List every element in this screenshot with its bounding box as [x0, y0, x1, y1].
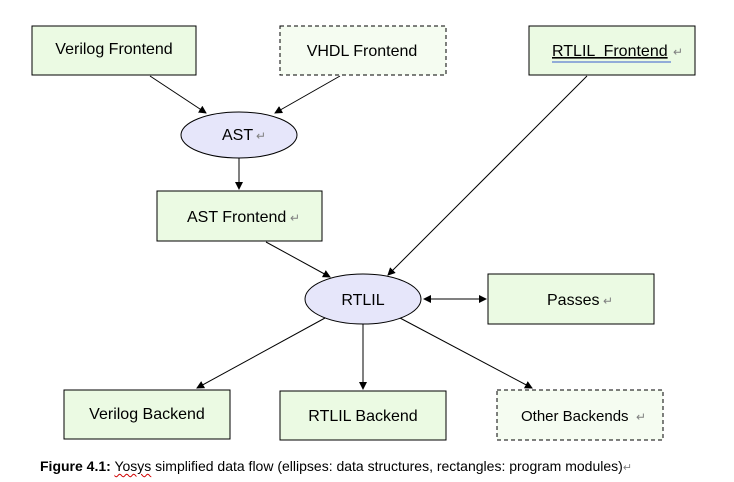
paragraph-mark-icon: ↵ — [290, 211, 300, 225]
other-backends-box: Other Backends ↵ — [496, 389, 664, 441]
caption-text: simplified data flow (ellipses: data str… — [151, 458, 623, 474]
paragraph-mark-icon: ↵ — [622, 462, 633, 474]
vhdl-frontend-box: VHDL Frontend — [279, 25, 447, 76]
verilog-frontend-label: Verilog Frontend — [55, 41, 172, 58]
rtlil-backend-label: RTLIL Backend — [308, 408, 417, 425]
vhdl-frontend-label: VHDL Frontend — [307, 43, 418, 60]
edge-ast-frontend-to-rtlil — [265, 241, 331, 278]
verilog-frontend-box: Verilog Frontend — [31, 25, 197, 76]
edge-vhdl-frontend-to-ast — [274, 75, 341, 114]
passes-box: Passes ↵ — [487, 273, 655, 325]
ast-label: AST — [222, 127, 253, 144]
other-backends-label: Other Backends — [521, 408, 629, 425]
rtlil-label: RTLIL — [341, 292, 384, 309]
ast-frontend-box: AST Frontend ↵ — [156, 190, 323, 242]
paragraph-mark-icon: ↵ — [673, 45, 683, 59]
ast-ellipse: AST ↵ — [180, 111, 298, 159]
rtlil-backend-box: RTLIL Backend — [279, 390, 447, 441]
figure-caption: Figure 4.1: Yosys simplified data flow (… — [40, 458, 730, 474]
paragraph-mark-icon: ↵ — [603, 294, 613, 308]
verilog-backend-label: Verilog Backend — [89, 406, 205, 423]
verilog-backend-box: Verilog Backend — [63, 389, 231, 440]
paragraph-mark-icon: ↵ — [256, 129, 266, 143]
caption-label: Figure 4.1: — [40, 458, 111, 474]
edge-verilog-frontend-to-ast — [149, 75, 207, 114]
caption-yosys-word: Yosys — [114, 458, 152, 474]
ast-frontend-label: AST Frontend — [187, 209, 286, 226]
edge-rtlil-frontend-to-rtlil — [387, 75, 588, 276]
rtlil-frontend-box: RTLIL Frontend ↵ — [528, 25, 696, 76]
rtlil-frontend-label: RTLIL Frontend — [552, 43, 668, 60]
edges — [149, 75, 588, 390]
edge-rtlil-to-verilog-backend — [196, 317, 326, 389]
passes-label: Passes — [547, 292, 599, 309]
edge-rtlil-to-other-backends — [399, 317, 533, 389]
rtlil-ellipse: RTLIL — [304, 273, 422, 325]
paragraph-mark-icon: ↵ — [636, 410, 646, 424]
